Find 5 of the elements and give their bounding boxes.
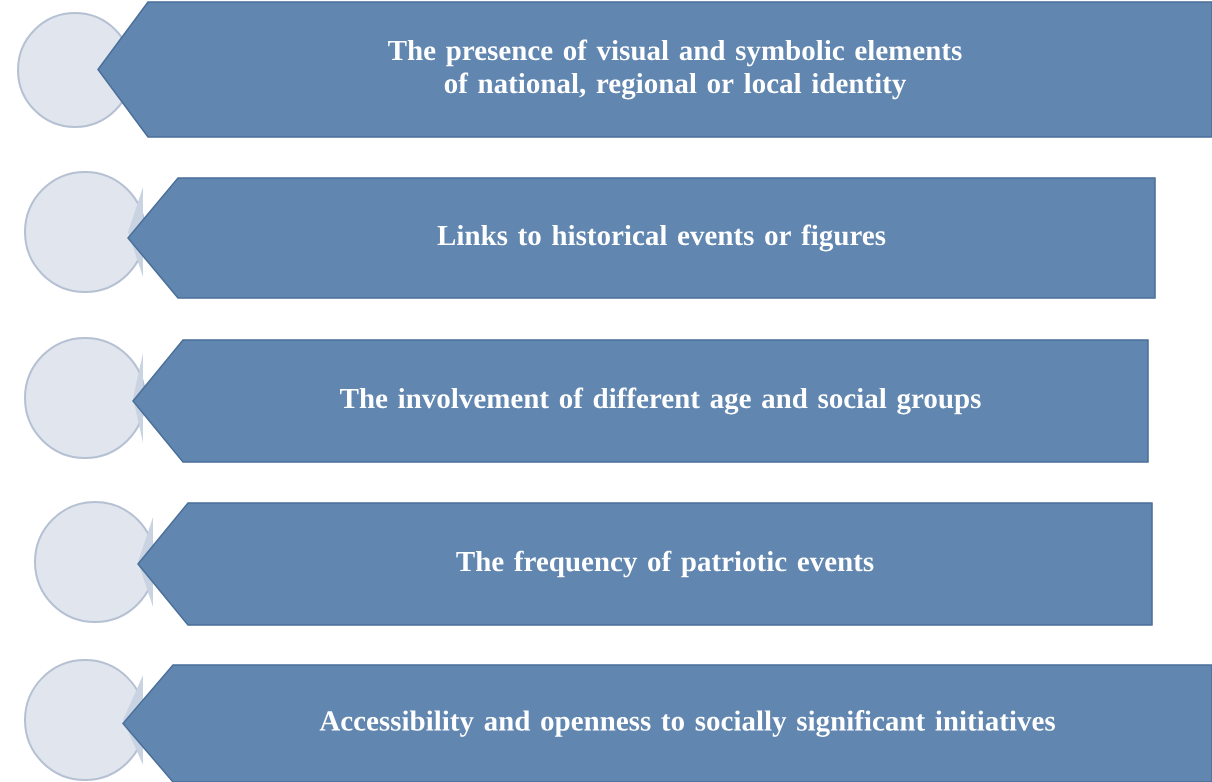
arrow-banner: The frequency of patriotic events [137,502,1153,626]
arrow-banner: The involvement of different age and social groups [132,339,1149,463]
arrow-banner: The presence of visual and symbolic elements of national, regional or local identity [97,1,1212,138]
arrow-banner: Links to historical events or figures [127,177,1156,299]
arrow-banner: Accessibility and openness to socially significant initiatives [122,664,1212,782]
